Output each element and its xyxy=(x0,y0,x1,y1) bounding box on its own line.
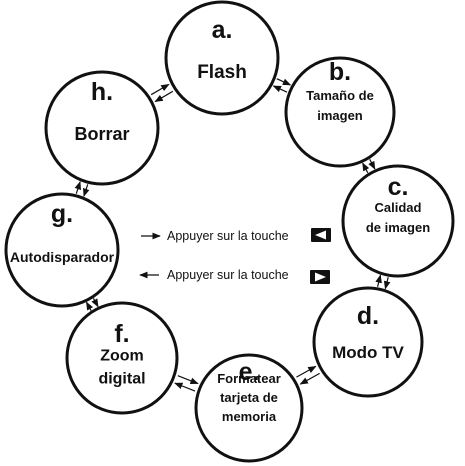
legend: Appuyer sur la touche Appuyer sur la tou… xyxy=(139,228,331,284)
node-d-letter: d. xyxy=(357,302,379,330)
node-f-label: digital xyxy=(98,371,145,388)
arrow-a-to-h xyxy=(154,90,174,103)
right-key-icon xyxy=(310,270,330,284)
node-b-label: Tamaño de xyxy=(306,88,374,103)
node-a-letter: a. xyxy=(212,16,233,44)
node-e-label: tarjeta de xyxy=(220,390,278,405)
node-a-circle xyxy=(164,0,280,116)
arrow-f-to-e xyxy=(177,375,199,385)
node-e-label: memoria xyxy=(222,409,277,424)
node-h-letter: h. xyxy=(91,78,113,106)
node-d-circle xyxy=(312,286,424,398)
node-f: f.Zoom digital xyxy=(65,301,179,415)
node-g-label: Autodisparador xyxy=(10,249,115,265)
arrow-e-to-f xyxy=(174,382,196,392)
node-d-label: Modo TV xyxy=(332,343,404,362)
node-c-circle xyxy=(341,164,455,278)
node-c-letter: c. xyxy=(388,173,409,201)
node-e-letter: e. xyxy=(239,358,260,386)
node-c-label: de imagen xyxy=(366,220,430,235)
node-g: g. Autodisparador xyxy=(4,192,120,308)
node-a: a. Flash xyxy=(164,0,280,116)
arrow-e-to-d xyxy=(296,365,317,378)
legend-press-right-text: Appuyer sur la touche xyxy=(167,268,289,282)
node-f-label: Zoom xyxy=(100,348,144,365)
node-b-circle xyxy=(284,56,396,168)
arrow-h-to-a xyxy=(150,83,170,96)
node-h: h. Borrar xyxy=(44,70,160,186)
arrow-h-to-g xyxy=(83,184,90,197)
node-g-letter: g. xyxy=(51,200,73,228)
node-a-label: Flash xyxy=(197,62,247,83)
arrow-d-to-e xyxy=(299,372,320,385)
node-e-circle xyxy=(194,353,304,463)
legend-row-left-key: Appuyer sur la touche xyxy=(141,228,331,243)
node-b-label: imagen xyxy=(317,108,363,123)
arrow-c-to-b xyxy=(362,162,370,174)
arrow-a-to-b xyxy=(276,78,292,86)
left-key-icon xyxy=(311,228,331,242)
node-e: e.Formatear tarjeta de memoria xyxy=(194,353,304,463)
node-g-circle xyxy=(4,192,120,308)
legend-row-right-key: Appuyer sur la touche xyxy=(139,268,330,284)
node-b-letter: b. xyxy=(329,58,351,86)
arrow-b-to-c xyxy=(368,159,376,170)
node-b: b. Tamaño de imagen xyxy=(284,56,396,168)
arrow-f-to-g xyxy=(85,301,94,311)
arrow-c-to-d xyxy=(383,277,391,290)
node-c: c.Calidad de imagen xyxy=(341,164,455,278)
node-h-circle xyxy=(44,70,160,186)
node-f-letter: f. xyxy=(114,320,129,348)
arrow-b-to-a xyxy=(272,85,288,93)
arrow-g-to-h xyxy=(74,181,81,194)
node-e-label: Formatear xyxy=(217,371,281,386)
node-d: d. Modo TV xyxy=(312,286,424,398)
node-h-label: Borrar xyxy=(74,124,129,144)
arrow-d-to-c xyxy=(375,274,382,287)
arrow-g-to-f xyxy=(91,298,99,308)
node-f-circle xyxy=(65,301,179,415)
cycle-nodes: a. Flash b. Tamaño de imagen c.Calidad de imag… xyxy=(4,0,455,463)
cycle-arrows xyxy=(74,78,391,392)
node-c-label: Calidad xyxy=(375,200,422,215)
legend-press-left-text: Appuyer sur la touche xyxy=(167,229,289,243)
